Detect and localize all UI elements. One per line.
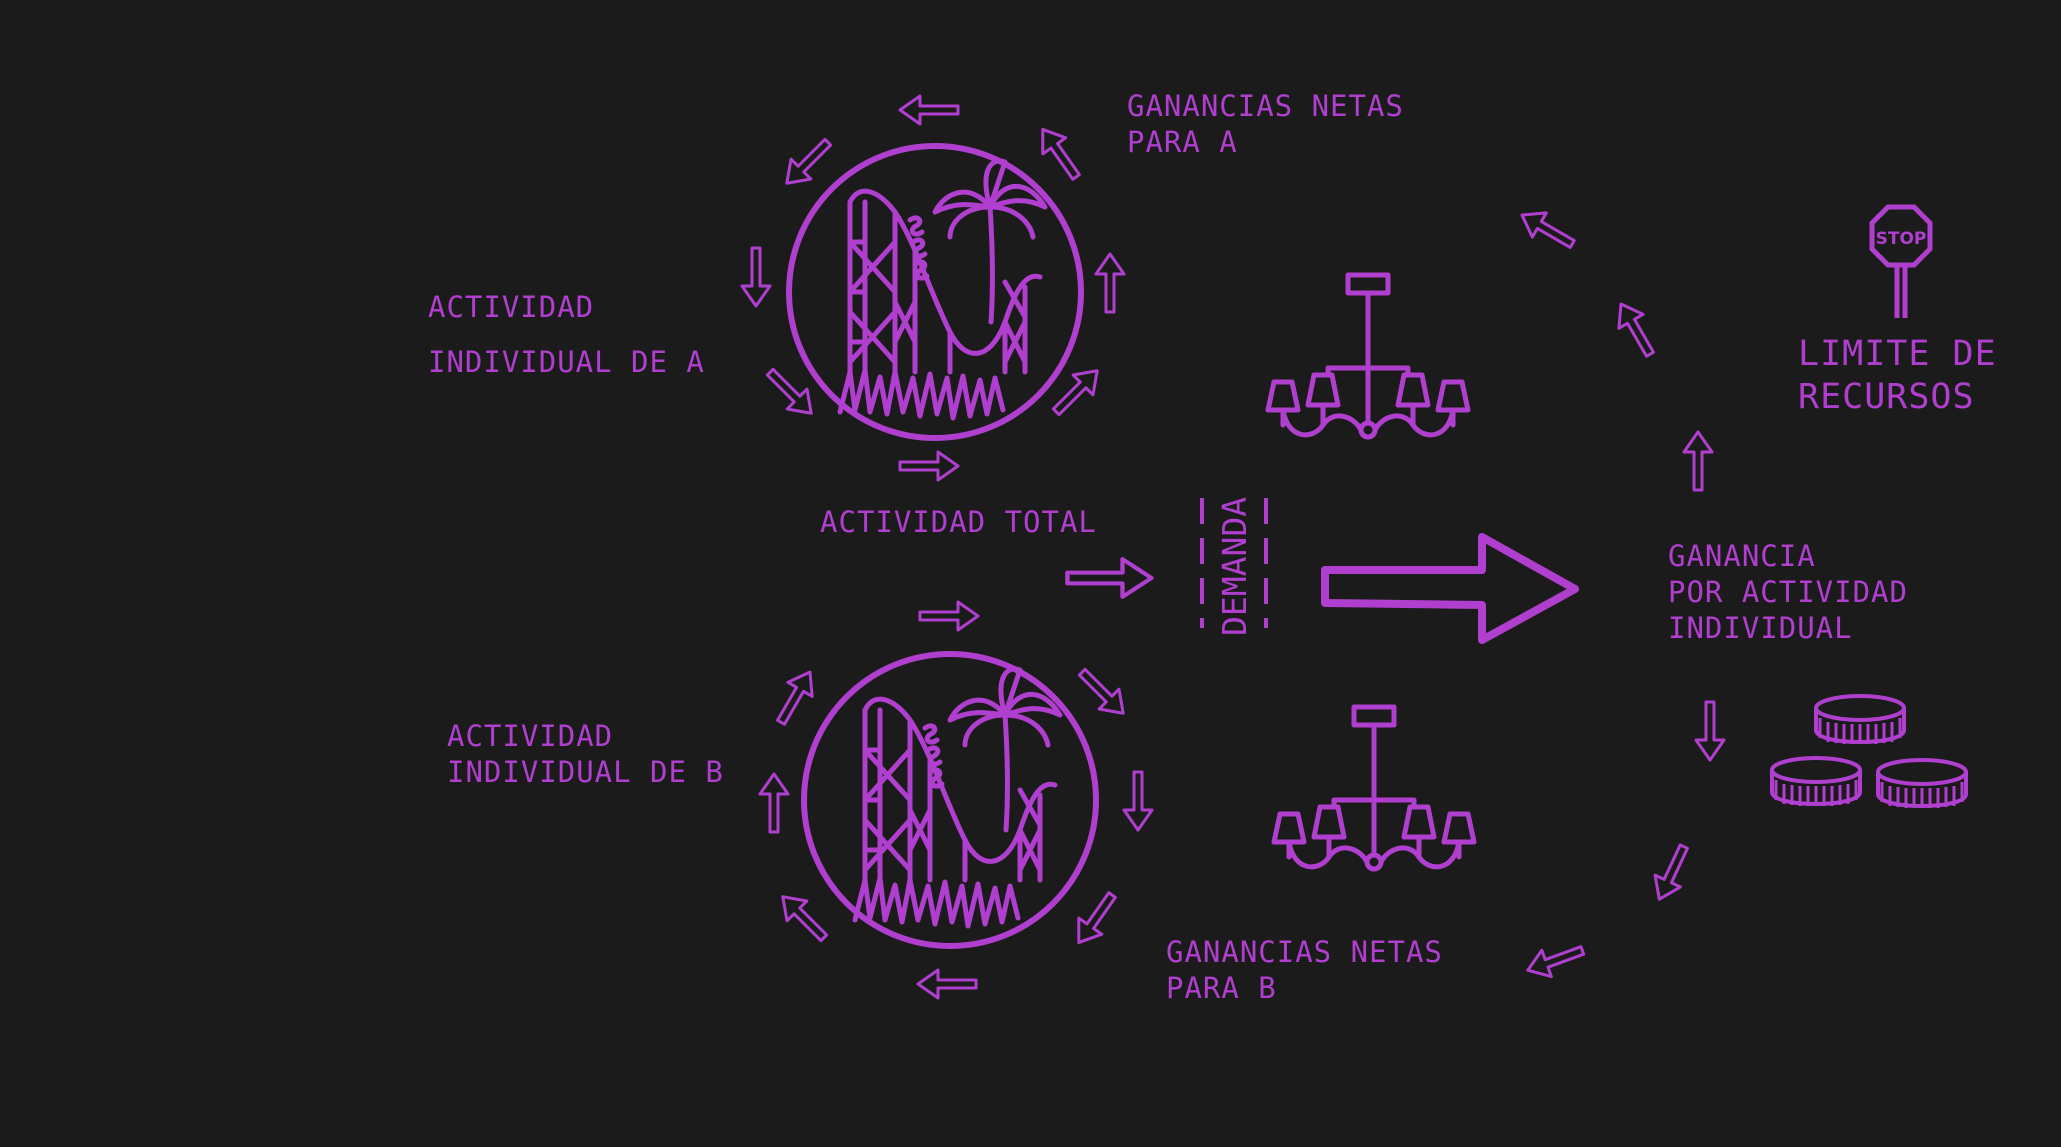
arrow-left-icon [916,968,978,1000]
stop-sign-text: STOP [1876,229,1927,249]
coins-icon [1770,694,1968,810]
amusement-park-icon [804,654,1096,946]
arrow-down-icon [740,246,772,308]
arrow-down-icon [1122,770,1154,832]
amusement-park-icon [789,146,1081,438]
ganancia-por-actividad-label: GANANCIA POR ACTIVIDAD INDIVIDUAL [1668,539,1908,645]
arrow-down-icon [1694,700,1726,762]
arrow-down-left-icon [1645,839,1699,907]
chandelier-icon [1274,707,1474,869]
arrow-up-right-icon [767,663,824,731]
arrow-up-left-icon [1607,295,1664,363]
arrow-up-left-icon [1029,119,1090,187]
arrow-left-icon [1521,935,1589,985]
arrow-down-right-icon [1070,660,1135,725]
arrow-down-left-icon [1065,885,1126,953]
arrow-right-icon [1067,559,1151,597]
demand-bracket [1200,498,1268,628]
actividad-individual-a-label: ACTIVIDAD INDIVIDUAL DE A [428,290,705,379]
arrow-right-icon [918,600,980,632]
demand-label: DEMANDA [1215,497,1254,636]
arrow-up-icon [1094,252,1126,314]
arrow-left-icon [898,94,960,126]
arrow-up-left-icon [1513,201,1581,258]
arrow-down-left-icon [775,130,840,195]
stop-sign-icon: STOP [1869,204,1933,318]
actividad-total-label: ACTIVIDAD TOTAL [820,505,1097,539]
arrow-up-icon [758,772,790,834]
ganancias-netas-a-label: GANANCIAS NETAS PARA A [1127,89,1404,159]
arrow-right-icon [1321,533,1579,644]
arrow-right-icon [898,450,960,482]
arrow-up-left-icon [771,885,836,950]
arrow-up-icon [1682,430,1714,492]
chandelier-icon [1268,275,1468,437]
actividad-individual-b-label: ACTIVIDAD INDIVIDUAL DE B [447,719,724,789]
ganancias-netas-b-label: GANANCIAS NETAS PARA B [1166,935,1443,1005]
limite-recursos-label: LIMITE DE RECURSOS [1798,334,1997,417]
